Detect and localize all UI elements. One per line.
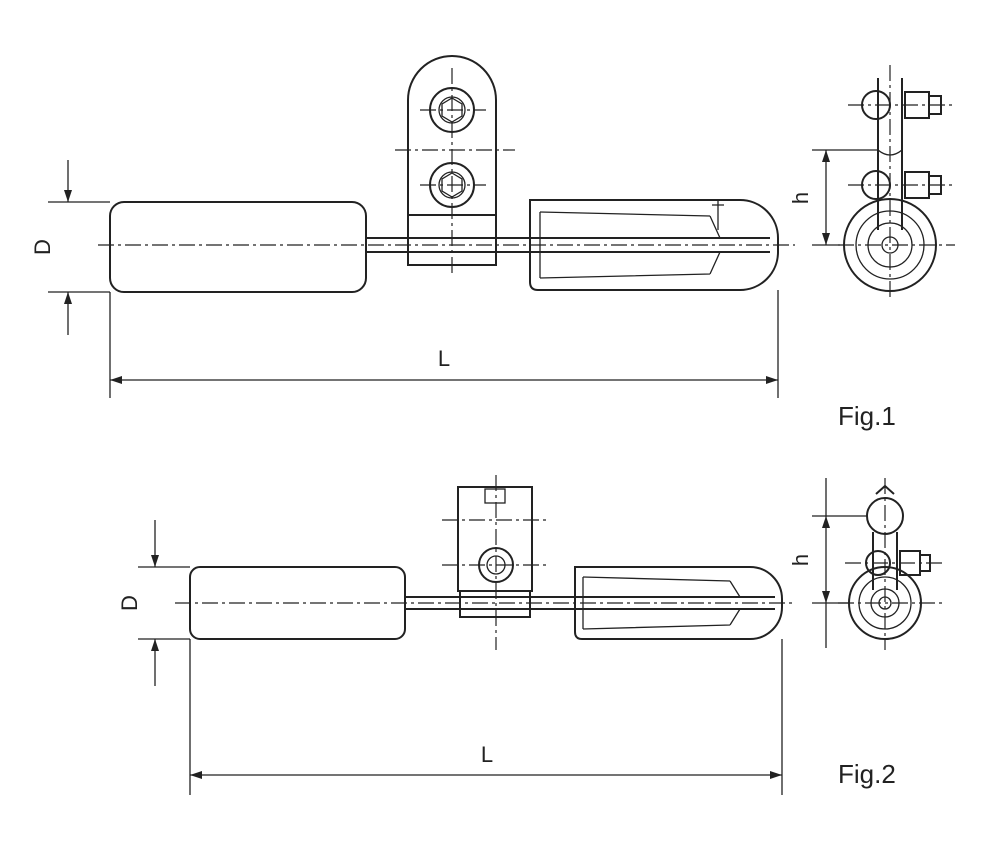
- fig2-side-view: [838, 478, 945, 650]
- fig2-caption: Fig.2: [838, 759, 896, 789]
- fig1-label-l: L: [438, 346, 450, 371]
- fig2-label-l: L: [481, 742, 493, 767]
- fig1-clamp-plate: [407, 55, 497, 215]
- fig1-left-weight: [109, 201, 367, 293]
- figure-1: D L: [30, 55, 955, 431]
- fig1-side-view: [838, 65, 955, 300]
- fig2-right-weight: [574, 566, 783, 640]
- fig2-clamp-body: [459, 590, 531, 618]
- figure-2: D L h Fig: [117, 475, 945, 795]
- fig2-label-h: h: [788, 554, 813, 566]
- fig1-label-h: h: [788, 192, 813, 204]
- fig1-right-weight: [529, 199, 779, 291]
- fig1-label-d: D: [30, 239, 55, 255]
- fig2-label-d: D: [117, 595, 142, 611]
- fig1-caption: Fig.1: [838, 401, 896, 431]
